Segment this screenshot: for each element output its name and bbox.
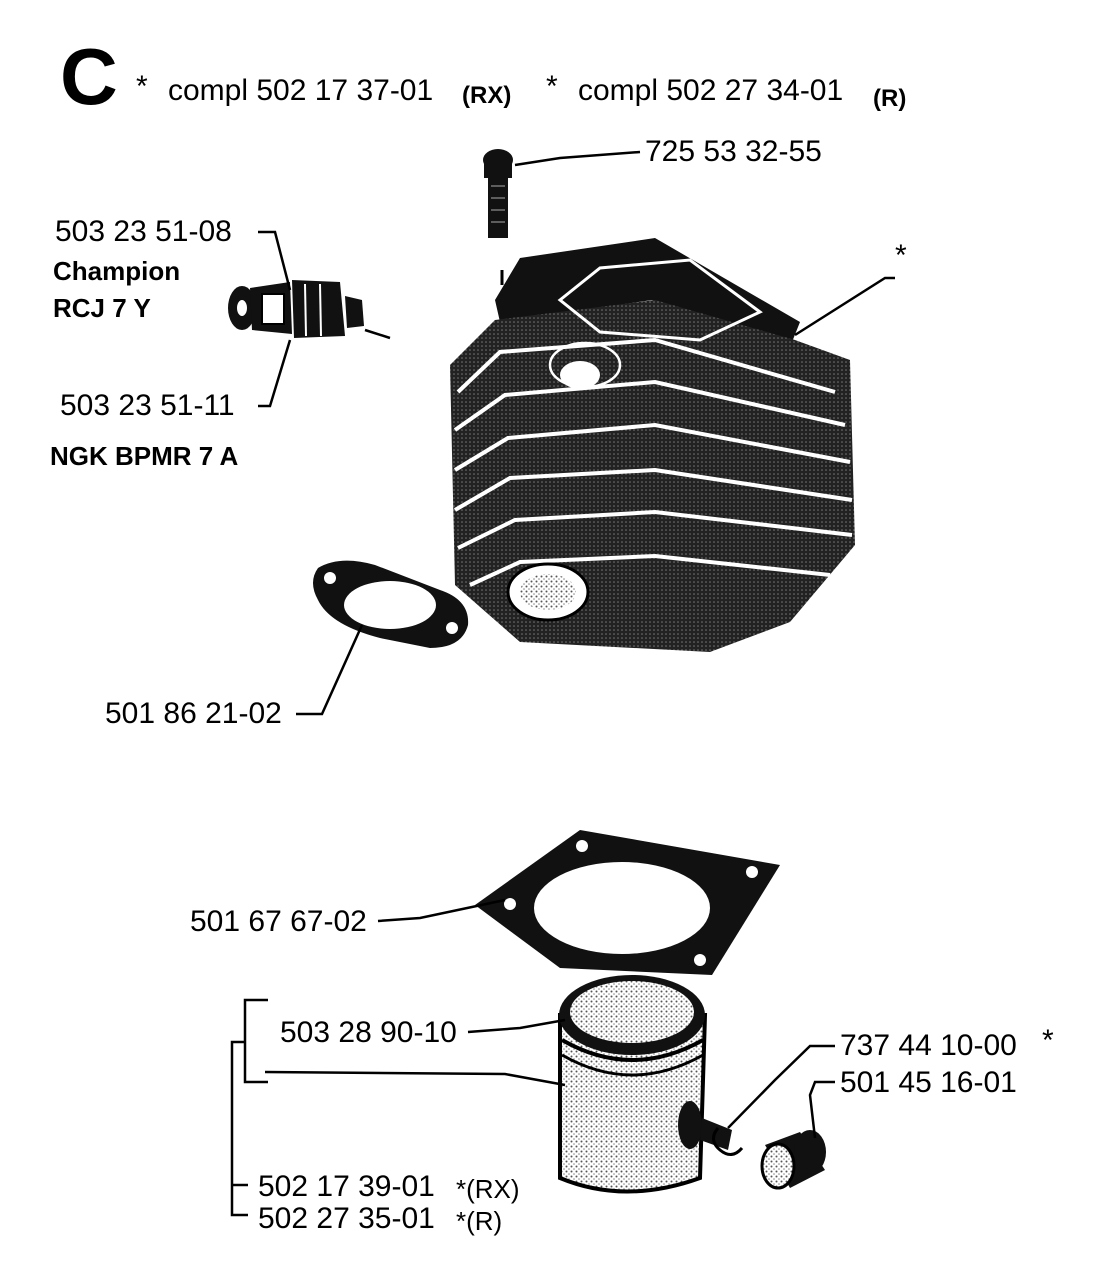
spark-plug-ngk-leader bbox=[258, 339, 292, 408]
spark-plug-illustration bbox=[228, 280, 391, 340]
spark-plug-champion-model: RCJ 7 Y bbox=[53, 293, 151, 323]
part-piston-rx-suffix: *(RX) bbox=[456, 1174, 520, 1204]
piston-illustration bbox=[558, 975, 732, 1194]
part-spark-plug-champion-no: 503 23 51-08 bbox=[55, 215, 232, 248]
part-circlip: 737 44 10-00 bbox=[840, 1029, 1017, 1062]
cylinder-leader bbox=[794, 276, 895, 337]
cylinder-illustration bbox=[450, 238, 855, 652]
piston-group-bracket bbox=[230, 1040, 248, 1217]
part-piston-pin: 501 45 16-01 bbox=[840, 1066, 1017, 1099]
bolt-illustration bbox=[483, 149, 513, 285]
circlip-leader bbox=[727, 1044, 835, 1129]
part-cylinder-gasket: 501 67 67-02 bbox=[190, 905, 367, 938]
spark-plug-champion-leader bbox=[258, 230, 292, 291]
piston-bracket bbox=[243, 998, 268, 1084]
spark-plug-ngk-model: NGK BPMR 7 A bbox=[50, 441, 238, 471]
header-compl-rx: compl 502 17 37-01 bbox=[168, 74, 433, 107]
header-star-2: * bbox=[546, 70, 558, 103]
piston-pin-illustration bbox=[760, 1130, 826, 1190]
part-piston-r-suffix: *(R) bbox=[456, 1206, 502, 1236]
header-compl-r: compl 502 27 34-01 bbox=[578, 74, 843, 107]
piston-ring-leader bbox=[467, 1018, 566, 1034]
piston-leader bbox=[264, 1070, 566, 1087]
piston-pin-leader bbox=[808, 1080, 835, 1139]
section-letter: C bbox=[60, 32, 118, 121]
header-variant-rx: (RX) bbox=[462, 82, 511, 109]
part-piston-r-no: 502 27 35-01 bbox=[258, 1202, 435, 1235]
header-star-1: * bbox=[136, 70, 148, 103]
circlip-star: * bbox=[1042, 1024, 1054, 1057]
part-intake-gasket: 501 86 21-02 bbox=[105, 697, 282, 730]
circlip-illustration bbox=[712, 1127, 744, 1156]
spark-plug-champion-brand: Champion bbox=[53, 256, 180, 286]
part-spark-plug-ngk-no: 503 23 51-11 bbox=[60, 389, 235, 422]
header-variant-r: (R) bbox=[873, 85, 906, 112]
part-piston-rx-no: 502 17 39-01 bbox=[258, 1170, 435, 1203]
intake-gasket-leader bbox=[296, 624, 364, 716]
part-bolt: 725 53 32-55 bbox=[645, 135, 822, 168]
part-piston-ring: 503 28 90-10 bbox=[280, 1016, 457, 1049]
intake-gasket-illustration bbox=[313, 560, 469, 648]
cylinder-gasket-illustration bbox=[475, 830, 780, 975]
cylinder-gasket-leader bbox=[377, 898, 506, 923]
bolt-leader bbox=[514, 150, 641, 167]
cylinder-star: * bbox=[895, 239, 907, 272]
